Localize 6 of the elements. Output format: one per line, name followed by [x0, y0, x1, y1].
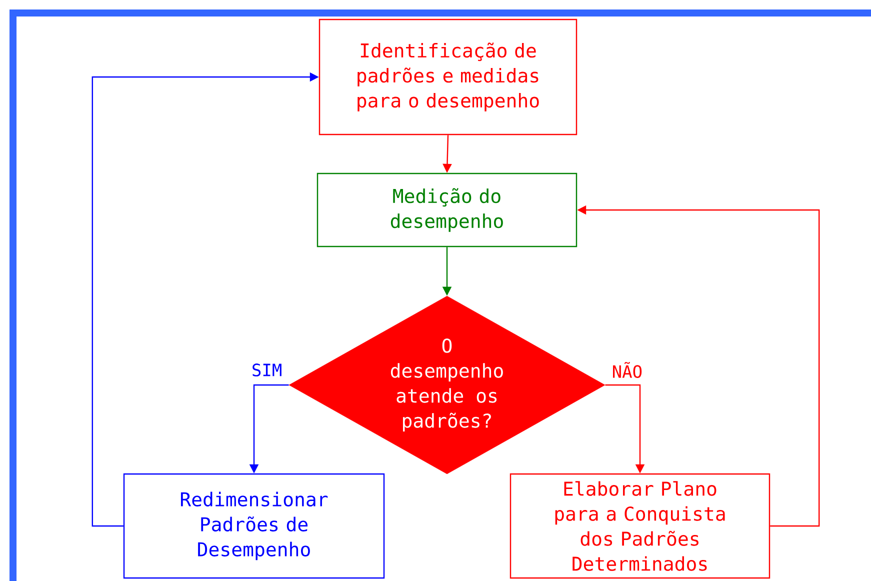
process-box: Redimensionar Padrões de Desempenho — [123, 473, 385, 579]
process-box: Medição do desempenho — [316, 172, 578, 248]
process-box: Identificação de padrões e medidas para o desempenho — [318, 18, 578, 136]
edge-label: SIM — [252, 364, 282, 376]
edge-label: NÃO — [613, 362, 642, 378]
process-box: Elaborar Plano para a Conquista dos Padrões Determinados — [510, 473, 770, 579]
